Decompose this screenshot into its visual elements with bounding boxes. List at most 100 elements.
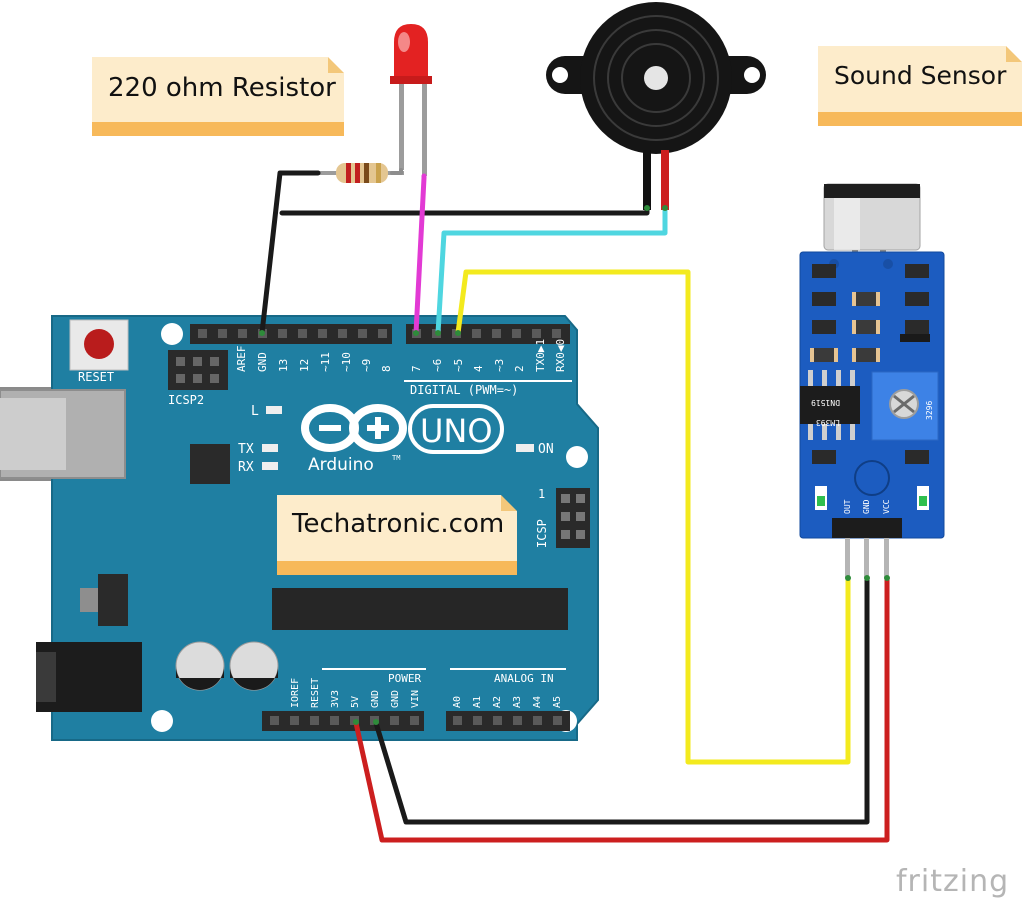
- wire-sensor-vcc-5v: [353, 575, 890, 843]
- led-l: [266, 406, 282, 414]
- analog-pin-label: A2: [492, 696, 503, 708]
- power-label: POWER: [388, 672, 421, 685]
- reset-button[interactable]: [69, 319, 129, 371]
- pin-hole: [410, 716, 419, 725]
- digital-pin-label: ~11: [319, 352, 332, 372]
- pin-hole: [238, 329, 247, 338]
- logo-tm: TM: [392, 454, 400, 462]
- icsp-pin1-label: 1: [538, 487, 545, 501]
- digital-label-line: [404, 380, 572, 382]
- digital-pin-label: ~9: [360, 359, 373, 372]
- pin-hole: [532, 329, 541, 338]
- note-strip: [818, 112, 1022, 126]
- red-led: [390, 24, 432, 176]
- buzzer-lead-negative: [643, 150, 651, 210]
- analog-pin-label: A3: [512, 696, 523, 708]
- voltage-regulator: [80, 574, 128, 626]
- sensor-led-power-glow: [817, 496, 825, 506]
- digital-pin-label: ~10: [340, 352, 353, 372]
- capacitor: [175, 641, 225, 691]
- pin-hole: [552, 329, 561, 338]
- digital-pin-label: 13: [277, 359, 290, 372]
- main-chip: [272, 588, 568, 630]
- wire-sensor-gnd: [373, 575, 870, 825]
- piezo-buzzer: [546, 2, 766, 210]
- sensor-mount-hole: [854, 460, 890, 496]
- pin-hole: [278, 329, 287, 338]
- pin-hole: [493, 716, 502, 725]
- digital-pin-label: ~5: [452, 359, 465, 372]
- pin-hole: [390, 716, 399, 725]
- reset-label: RESET: [78, 370, 114, 384]
- analog-pin-label: A4: [532, 696, 543, 708]
- sensor-pin-header: [832, 518, 902, 538]
- note-fold: [328, 57, 344, 73]
- resistor-note: 220 ohm Resistor: [92, 57, 344, 136]
- buzzer-lead-positive: [661, 150, 669, 210]
- pin-hole: [492, 329, 501, 338]
- pin-hole: [378, 329, 387, 338]
- power-jack-lip: [36, 652, 56, 702]
- analog-label: ANALOG IN: [494, 672, 554, 685]
- power-header: [262, 711, 424, 731]
- pin-hole: [358, 329, 367, 338]
- analog-pin-label: A1: [472, 696, 483, 708]
- led-rx: [262, 462, 278, 470]
- usb-port-face: [0, 398, 66, 470]
- chip-text-2: DN1519: [811, 398, 840, 407]
- fritzing-watermark: fritzing: [896, 864, 1010, 899]
- icsp2-header: [168, 350, 228, 390]
- power-pin-label: 5V: [350, 696, 361, 708]
- pin-hole: [198, 329, 207, 338]
- digital-pin-label: 7: [410, 365, 423, 372]
- power-label-line: [322, 668, 426, 670]
- note-fold: [1006, 46, 1022, 62]
- potentiometer[interactable]: [871, 371, 939, 441]
- pin-hole: [318, 329, 327, 338]
- wire-buzzer-pin6: [435, 205, 668, 336]
- usb-chip: [190, 444, 230, 484]
- note-strip: [92, 122, 344, 136]
- digital-pin-label: 4: [472, 365, 485, 372]
- pin-hole: [473, 716, 482, 725]
- resistor-note-text: 220 ohm Resistor: [108, 73, 336, 103]
- analog-header: [446, 711, 570, 731]
- digital-pin-label: ~3: [493, 359, 506, 372]
- capacitor: [229, 641, 279, 691]
- wire-sensor-out-pin5: [455, 269, 851, 765]
- pin-hole: [298, 329, 307, 338]
- icsp2-label: ICSP2: [168, 393, 204, 407]
- pcb-via: [883, 259, 893, 269]
- led-rx-label: RX: [238, 460, 254, 475]
- website-note: Techatronic.com: [277, 495, 517, 575]
- pin-hole: [553, 716, 562, 725]
- chip-text-1: LM393: [816, 418, 840, 427]
- power-pin-label: 3V3: [330, 690, 341, 708]
- digital-pin-label: GND: [256, 352, 269, 372]
- mount-hole: [566, 446, 588, 468]
- pin-hole: [512, 329, 521, 338]
- sensor-pins: [845, 538, 889, 578]
- smd-components: [810, 264, 930, 464]
- sensor-pin-label: VCC: [882, 499, 891, 514]
- digital-pin-label: TX0▶1: [534, 339, 547, 372]
- led-on: [516, 444, 534, 452]
- wires: [259, 168, 890, 843]
- sound-sensor-note-text: Sound Sensor: [834, 61, 1007, 90]
- power-pin-label: GND: [370, 690, 381, 708]
- digital-pin-label: ~6: [431, 359, 444, 372]
- logo-uno: UNO: [420, 412, 493, 450]
- digital-pin-label: 12: [298, 359, 311, 372]
- pin-hole: [533, 716, 542, 725]
- led-on-label: ON: [538, 442, 554, 457]
- digital-pin-label: 2: [513, 365, 526, 372]
- analog-pin-label: A5: [552, 696, 563, 708]
- pin-hole: [290, 716, 299, 725]
- led-tx: [262, 444, 278, 452]
- pot-text: 3296: [925, 401, 934, 420]
- pin-hole: [453, 716, 462, 725]
